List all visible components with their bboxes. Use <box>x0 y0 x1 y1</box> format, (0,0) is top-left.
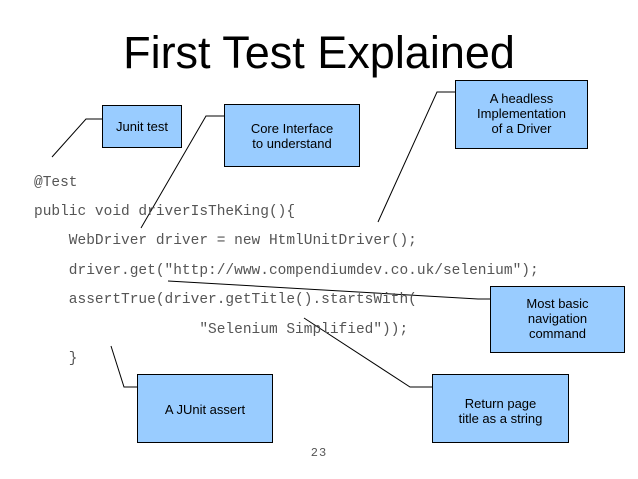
callout-core-interface: Core Interface to understand <box>224 104 360 167</box>
callout-return-title-line1: Return page <box>464 396 537 411</box>
code-line-3: WebDriver driver = new HtmlUnitDriver(); <box>34 233 417 249</box>
callout-navigation-line1: Most basic <box>526 296 589 311</box>
callout-junit-assert: A JUnit assert <box>137 374 273 443</box>
page-number: 23 <box>310 446 328 460</box>
connector-core-interface <box>140 115 224 229</box>
callout-return-title-line2: title as a string <box>458 411 543 426</box>
connector-headless <box>377 91 455 223</box>
callout-headless: A headless Implementation of a Driver <box>455 80 588 149</box>
code-line-5: assertTrue(driver.getTitle().startsWith( <box>34 292 417 308</box>
connector-navigation <box>167 280 490 300</box>
callout-junit-test: Junit test <box>102 105 182 148</box>
callout-navigation: Most basic navigation command <box>490 286 625 353</box>
slide-title: First Test Explained <box>123 27 515 78</box>
code-line-6: "Selenium Simplified")); <box>34 322 409 338</box>
connector-return-title <box>303 317 432 388</box>
callout-junit-test-text: Junit test <box>115 119 169 134</box>
connector-junit-test <box>51 118 102 158</box>
code-line-7: } <box>34 351 78 367</box>
callout-headless-line2: Implementation <box>477 106 566 121</box>
callout-core-interface-line2: to understand <box>252 136 332 151</box>
callout-headless-line3: of a Driver <box>491 121 552 136</box>
callout-return-title: Return page title as a string <box>432 374 569 443</box>
code-line-1: @Test <box>34 175 78 191</box>
code-line-4: driver.get("http://www.compendiumdev.co.… <box>34 263 539 279</box>
callout-navigation-line2: navigation <box>527 311 588 326</box>
callout-junit-assert-text: A JUnit assert <box>164 402 246 417</box>
callout-headless-line1: A headless <box>489 91 554 106</box>
code-line-2: public void driverIsTheKing(){ <box>34 204 296 220</box>
callout-core-interface-line1: Core Interface <box>250 121 334 136</box>
callout-navigation-line3: command <box>528 326 587 341</box>
connector-junit-assert <box>110 345 137 388</box>
